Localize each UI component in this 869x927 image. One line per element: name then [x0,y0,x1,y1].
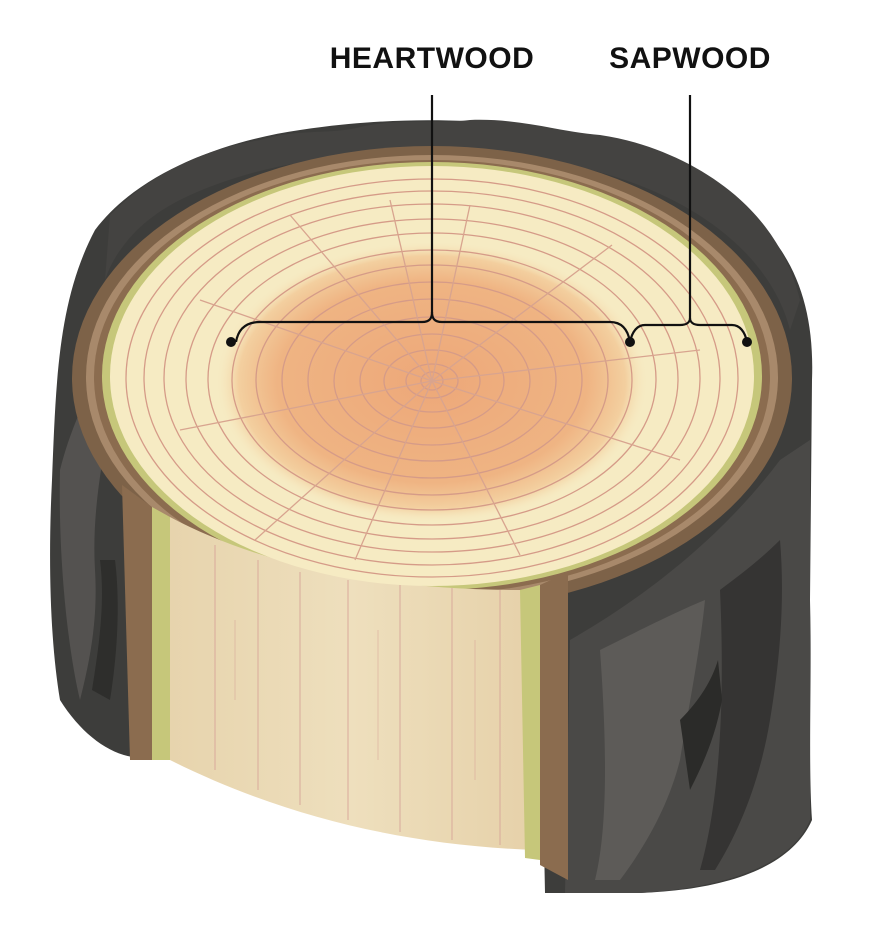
wedge-bark-right [540,572,568,880]
bark-right-texture-2 [700,540,782,870]
bark-left-groove [92,560,118,700]
top-surface [110,166,754,586]
bark-right-groove [680,660,722,790]
side-wood-face [170,517,535,850]
heartwood-start-dot [226,337,236,347]
bark-right-texture-1 [595,600,705,880]
boundary-dot [625,337,635,347]
wedge-cambium-left [152,507,170,760]
cutaway-wedge [122,485,568,880]
heartwood-bracket-right [430,311,632,343]
sapwood-label: SAPWOOD [609,42,771,75]
wedge-bark-left [122,485,152,760]
bark-top-edge [105,119,800,330]
sapwood-end-dot [742,337,752,347]
radial-cracks [179,199,701,561]
wedge-cambium-right [520,585,540,860]
heartwood-label: HEARTWOOD [330,42,534,75]
sapwood-bracket-right [688,317,749,343]
side-grain-lines [214,545,501,845]
annotations: HEARTWOOD SAPWOOD [226,42,771,347]
